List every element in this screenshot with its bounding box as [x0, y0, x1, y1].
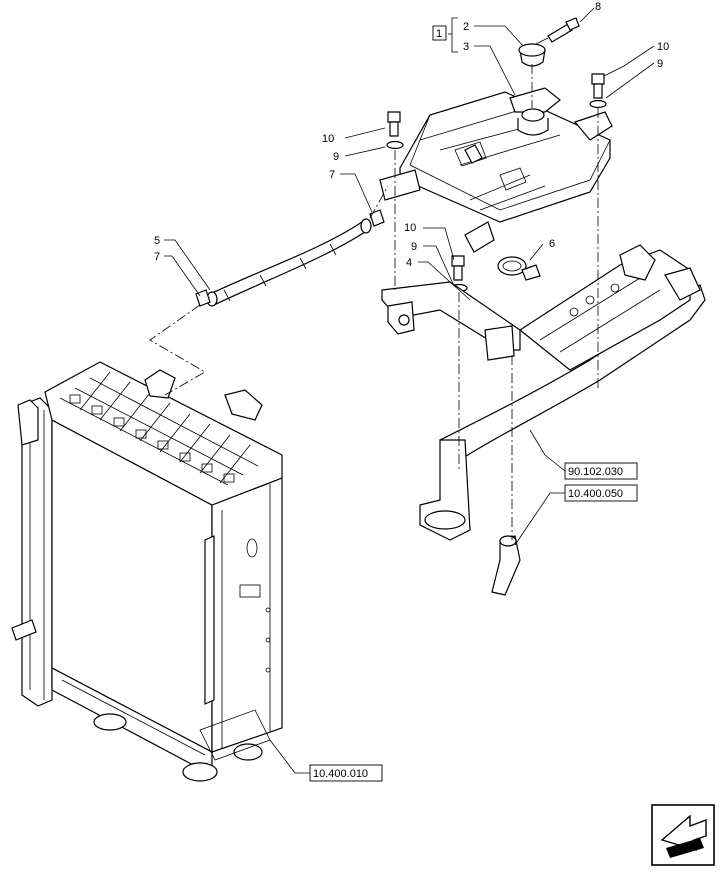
callout-labels: 1 2 3 8 10 9 10 9 7 10 9 4 6 5 7: [154, 1, 669, 269]
callout-10-middle: 10: [404, 222, 416, 234]
callout-5: 5: [154, 235, 160, 247]
callout-10-top: 10: [657, 41, 669, 53]
bolts-and-washers: [386, 73, 607, 293]
callout-7-upper: 7: [329, 169, 335, 181]
alignment-lines: [149, 64, 599, 540]
reference-boxes: 90.102.030 10.400.050 10.400.010: [309, 462, 638, 782]
filler-cap: [518, 37, 549, 67]
ref-box-10-400-010: [309, 764, 383, 782]
callout-9-top: 9: [657, 58, 663, 70]
callout-10-left: 10: [322, 133, 334, 145]
radiator: [11, 361, 283, 782]
callout-3: 3: [463, 41, 469, 53]
ref-90-102-030: 90.102.030: [568, 466, 623, 478]
callout-1: 1: [436, 28, 442, 40]
ref-box-10-400-050: [564, 484, 638, 502]
callout-7-lower: 7: [154, 251, 160, 263]
callout-2: 2: [463, 21, 469, 33]
callout-6: 6: [549, 238, 555, 250]
ref-box-90-102-030: [564, 462, 638, 480]
next-page-arrow-icon[interactable]: [651, 804, 715, 866]
tank-support-bracket: [381, 281, 521, 361]
callout-9-left: 9: [333, 151, 339, 163]
coolant-hose: [195, 209, 385, 307]
front-frame: [419, 244, 706, 596]
callout-4: 4: [406, 257, 412, 269]
leader-lines: [164, 7, 655, 774]
level-sensor: [547, 17, 580, 43]
callout-1-box: [432, 25, 447, 41]
ref-10-400-050: 10.400.050: [568, 488, 623, 500]
hose-clamp: [497, 256, 541, 281]
callout-8: 8: [595, 1, 601, 13]
callout-9-middle: 9: [411, 241, 417, 253]
ref-10-400-010: 10.400.010: [313, 768, 368, 780]
expansion-tank: [379, 87, 613, 253]
